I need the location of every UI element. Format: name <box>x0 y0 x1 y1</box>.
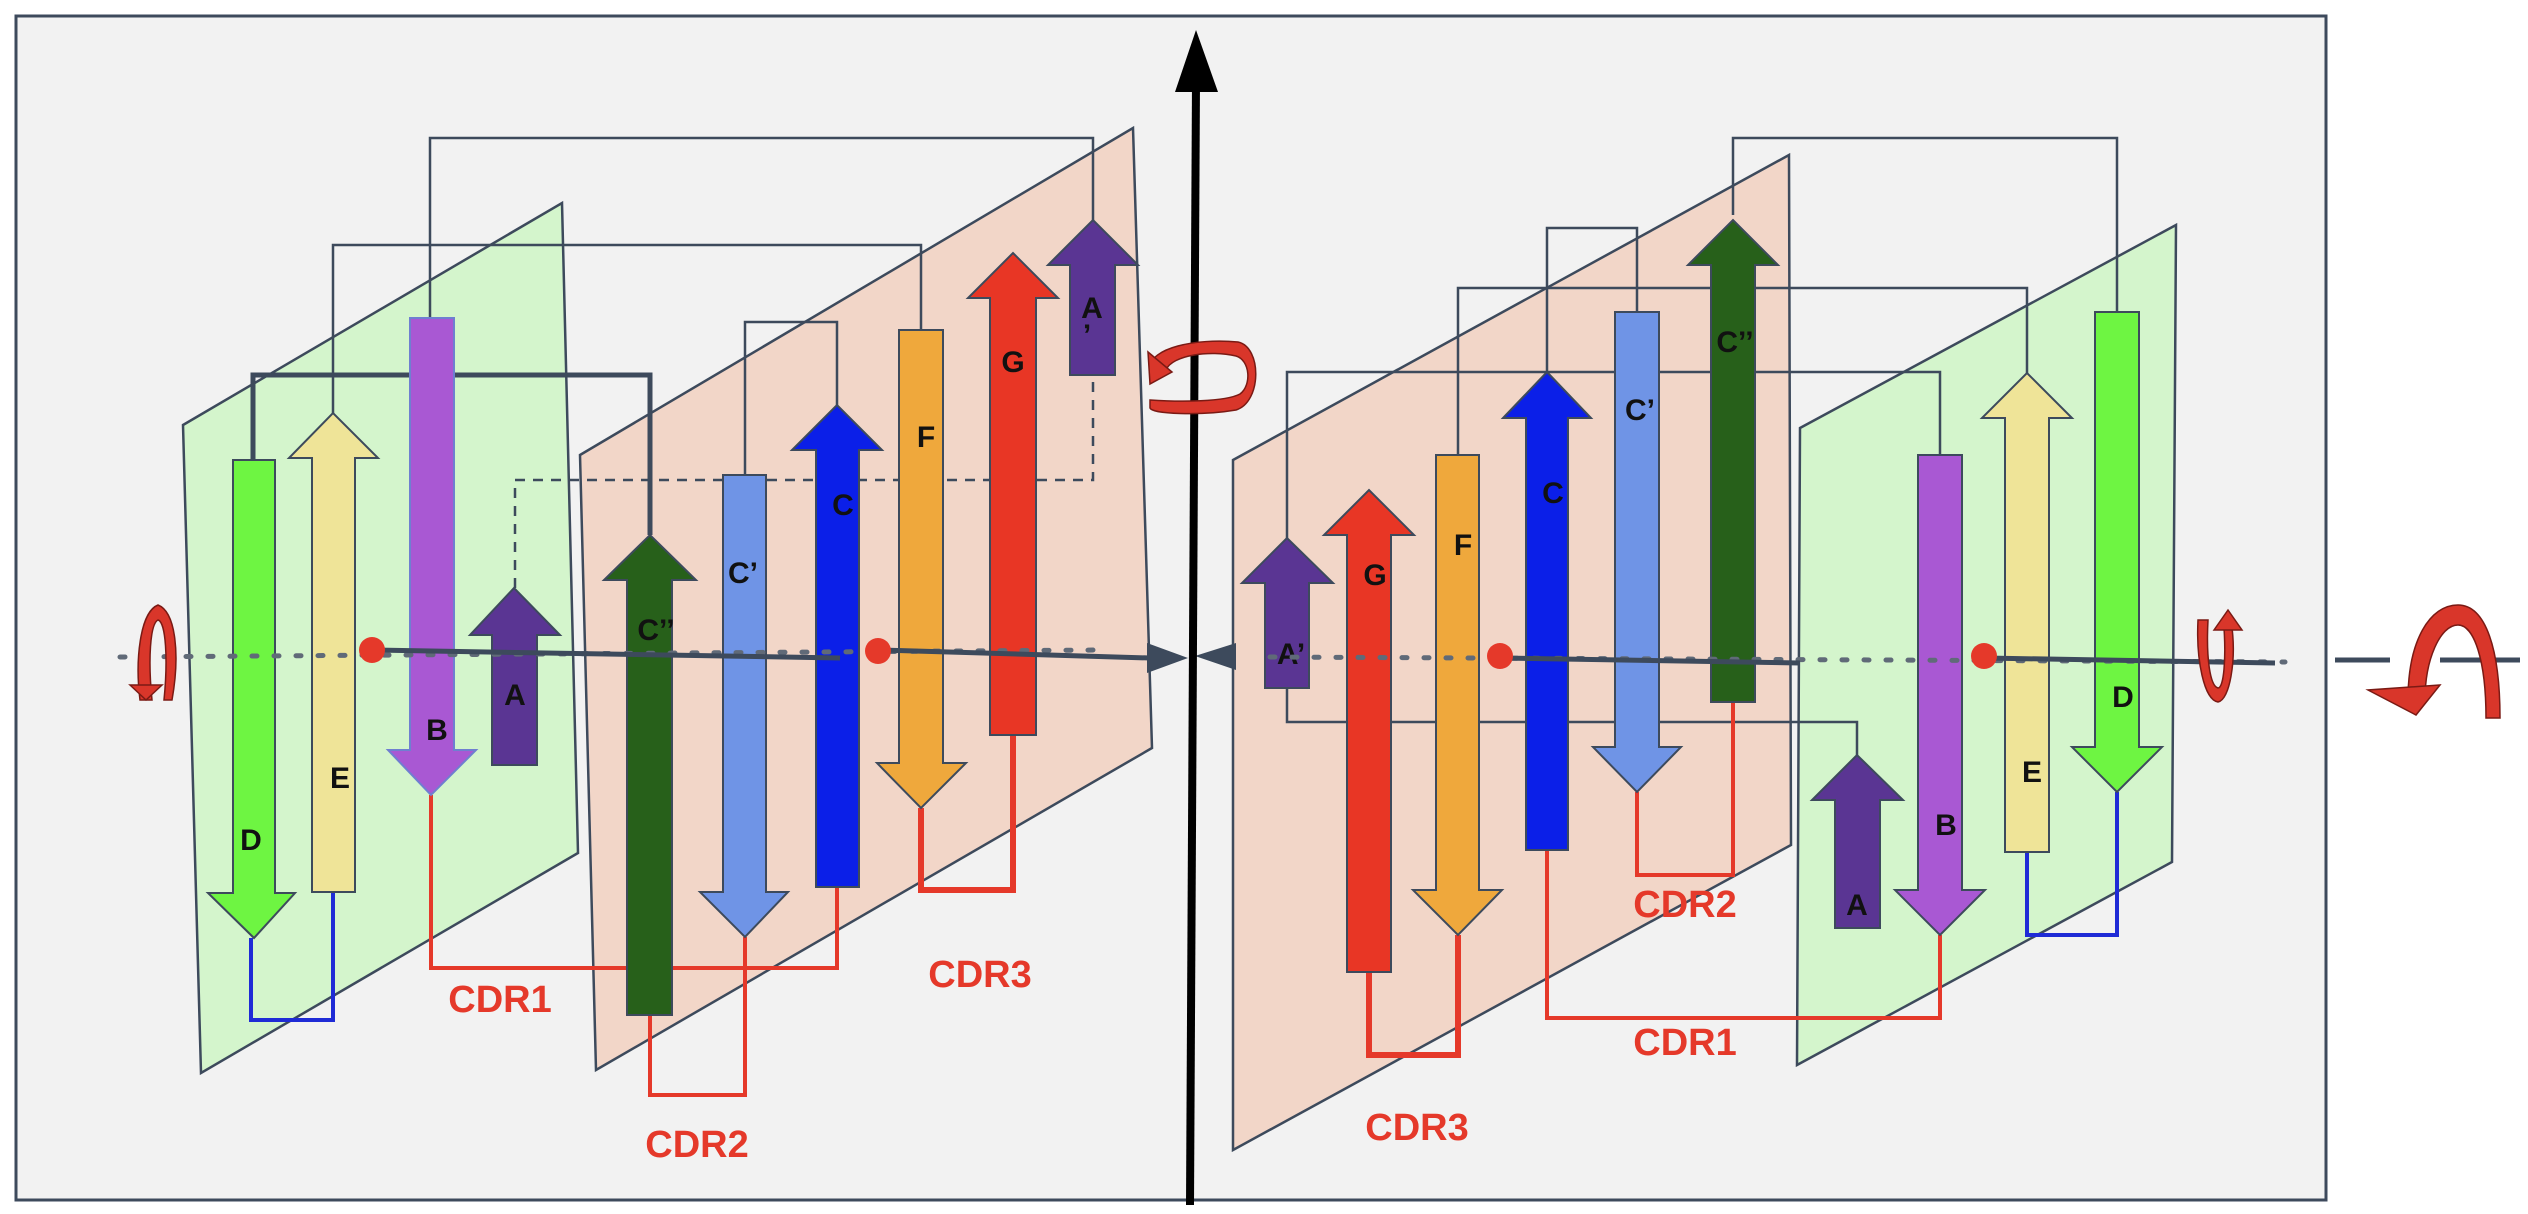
left-label-B: B <box>426 714 448 747</box>
right-label-Aprime: A’ <box>1277 638 1305 671</box>
right-strand-F <box>1410 454 1505 937</box>
left-strand-Cp <box>697 474 791 939</box>
left-label-F: F <box>917 421 935 454</box>
right-cdr1-loop <box>1545 850 1942 1020</box>
right-cdr2-loop <box>1635 702 1735 877</box>
right-label-cdr2: CDR2 <box>1633 884 1736 926</box>
left-domain: D E B A C’’ C’ C F G A ’ CDR1 CDR2 CDR3 <box>181 125 1154 1166</box>
right-label-Cpp: C’’ <box>1716 326 1753 359</box>
left-label-Cp: C’ <box>728 557 758 590</box>
left-label-C: C <box>832 489 854 522</box>
left-label-Cpp: C’’ <box>637 614 674 647</box>
left-label-Aprime-top: A <box>1081 292 1103 325</box>
right-strand-D <box>2069 311 2165 794</box>
right-strand-E <box>1979 371 2075 853</box>
left-strand-F <box>874 329 969 810</box>
left-top-loops <box>331 136 1095 475</box>
vertical-rotation-icon <box>1147 340 1257 415</box>
right-solid-axis-segment-1 <box>1499 655 1801 666</box>
left-blue-loop <box>249 892 335 1022</box>
right-label-F: F <box>1454 529 1472 562</box>
left-rotation-icon <box>128 604 177 702</box>
right-label-G: G <box>1363 559 1386 592</box>
left-cdr3-loop <box>918 735 1016 893</box>
right-label-B: B <box>1935 809 1957 842</box>
right-label-cdr1: CDR1 <box>1633 1022 1736 1064</box>
left-solid-axis-segment <box>371 647 841 661</box>
pivot-dots <box>359 637 1997 669</box>
left-label-G: G <box>1001 346 1024 379</box>
left-strand-D <box>205 459 298 940</box>
left-strand-A <box>467 586 563 766</box>
left-label-cdr1: CDR1 <box>448 979 551 1021</box>
left-strand-G <box>965 251 1061 736</box>
vertical-axis-arrowhead <box>1175 30 1218 92</box>
outer-rotation-icon <box>2365 604 2501 719</box>
right-strand-B <box>1892 454 1988 937</box>
vertical-axis <box>1186 79 1200 1206</box>
right-label-Cp: C’ <box>1625 394 1655 427</box>
right-strand-Aprime <box>1239 536 1336 689</box>
left-strand-C <box>789 403 885 888</box>
left-strand-B <box>385 317 479 797</box>
left-label-Aprime-bottom: ’ <box>1083 319 1091 352</box>
right-label-C: C <box>1542 477 1564 510</box>
left-a-aprime-dashed-loop <box>513 375 1095 588</box>
left-strand-E <box>286 411 381 893</box>
left-label-D: D <box>240 824 262 857</box>
left-solid-axis-arrow-shaft <box>879 647 1151 661</box>
right-axis-arrowhead <box>1195 643 1236 670</box>
right-label-cdr3: CDR3 <box>1365 1107 1468 1149</box>
rotation-arrows <box>128 340 2501 719</box>
right-rotation-icon <box>2196 608 2244 703</box>
left-label-A: A <box>504 679 526 712</box>
left-green-sheet <box>181 200 580 1076</box>
left-label-cdr3: CDR3 <box>928 954 1031 996</box>
left-pivot-dot-1 <box>359 637 385 663</box>
right-dotted-axis <box>1267 654 2288 665</box>
right-strand-A <box>1809 753 1906 929</box>
right-pivot-dot-1 <box>1487 643 1513 669</box>
right-blue-loop <box>2025 792 2119 937</box>
left-pivot-dot-2 <box>865 638 891 664</box>
right-strand-C <box>1500 370 1594 851</box>
right-cdr3-loop <box>1366 935 1461 1058</box>
right-label-E: E <box>2022 756 2042 789</box>
right-strand-Cpp <box>1685 218 1781 703</box>
left-cdr2-loop <box>648 937 747 1097</box>
right-label-D: D <box>2112 681 2134 714</box>
left-axis-arrowhead <box>1147 643 1188 673</box>
right-pivot-dot-2 <box>1971 643 1997 669</box>
horizontal-axes <box>117 643 2520 673</box>
left-label-E: E <box>330 762 350 795</box>
left-strand-Aprime <box>1045 218 1141 376</box>
right-strand-G <box>1321 488 1417 973</box>
right-label-A: A <box>1846 889 1868 922</box>
right-strand-Cp <box>1590 311 1684 794</box>
left-label-cdr2: CDR2 <box>645 1124 748 1166</box>
